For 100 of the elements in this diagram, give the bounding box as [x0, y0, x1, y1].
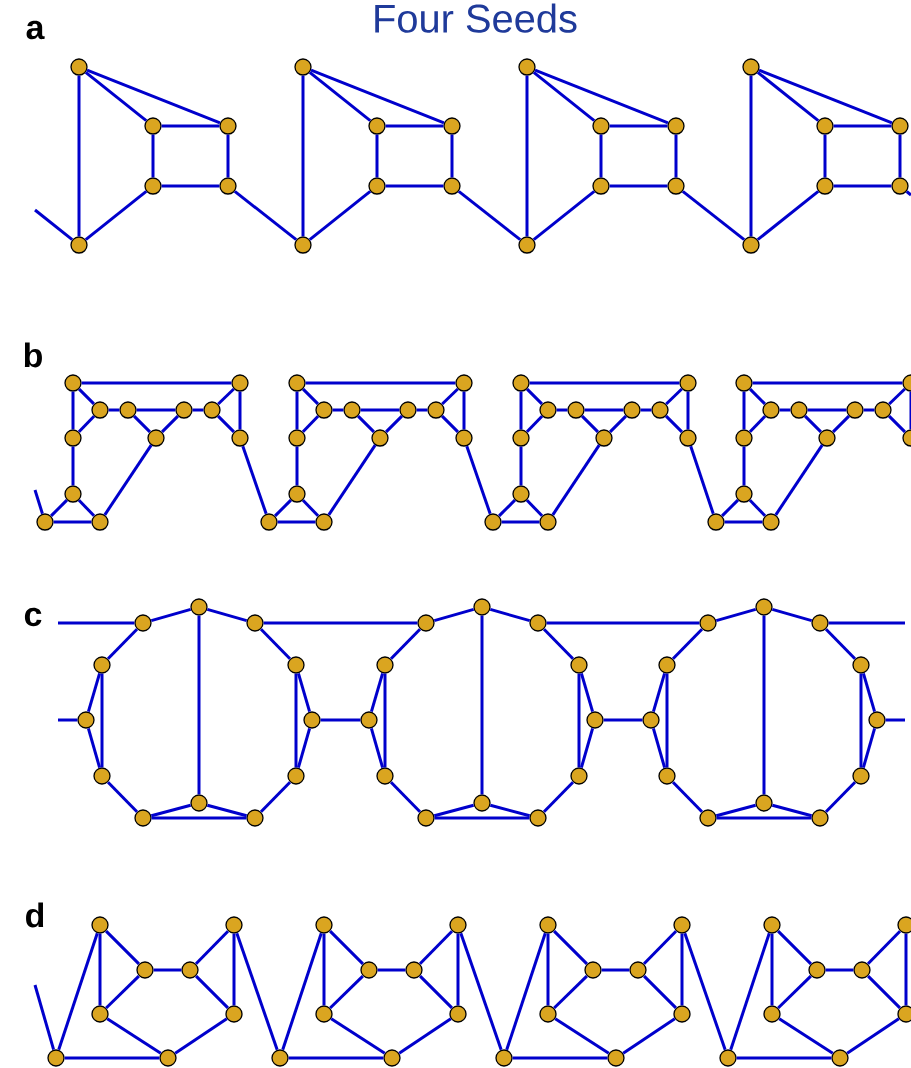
graph-edge: [241, 445, 268, 515]
graph-edge: [329, 930, 364, 965]
vertex-dot: [816, 177, 834, 195]
graph-edge: [294, 673, 298, 768]
graph-edge: [136, 408, 176, 412]
vertex-dot: [144, 117, 162, 135]
graph-edge: [553, 930, 588, 965]
graph-edge: [281, 932, 323, 1051]
vertex-dot: [818, 429, 836, 447]
graph-edge: [609, 184, 668, 188]
vertex-dot: [763, 916, 781, 934]
graph-edge: [465, 445, 492, 515]
vertex-dot: [360, 711, 378, 729]
panel-label: b: [24, 342, 42, 368]
graph-edge: [832, 415, 850, 433]
graph-edge: [398, 1017, 452, 1055]
graph-edge: [98, 933, 102, 1006]
graph-edge: [259, 628, 292, 660]
vertex-dot: [294, 236, 312, 254]
vertex-dot: [443, 177, 461, 195]
vertex-dot: [679, 429, 697, 447]
vertex-dot: [811, 614, 829, 632]
graph-edge: [519, 391, 523, 430]
vertex-dot: [897, 1005, 911, 1023]
vertex-dot: [518, 58, 536, 76]
vertex-dot: [246, 809, 264, 827]
graph-edge: [301, 415, 320, 433]
vertex-dot: [846, 401, 864, 419]
graph-edge: [418, 930, 454, 965]
graph-edge: [58, 718, 78, 722]
graph-edge: [462, 391, 466, 430]
vertex-dot: [853, 961, 871, 979]
graph-edge: [441, 387, 459, 406]
vertex-dot: [368, 177, 386, 195]
graph-edge: [34, 208, 74, 241]
vertex-dot: [570, 656, 588, 674]
graph-edge: [320, 718, 361, 722]
graph-edge: [151, 816, 247, 820]
vertex-dot: [303, 711, 321, 729]
graph-edge: [459, 932, 503, 1051]
graph-edge: [100, 673, 104, 768]
vertex-dot: [225, 1005, 243, 1023]
vertex-dot: [443, 117, 461, 135]
graph-edge: [103, 444, 153, 516]
graph-edge: [771, 607, 813, 623]
graph-edge: [305, 381, 456, 385]
vertex-dot: [260, 513, 278, 531]
vertex-dot: [360, 961, 378, 979]
graph-edge: [579, 727, 595, 769]
graph-edge: [480, 615, 484, 795]
vertex-dot: [719, 1049, 737, 1067]
graph-edge: [150, 803, 192, 818]
graph-edge: [330, 1017, 386, 1055]
graph-edge: [671, 781, 704, 813]
vertex-dot: [190, 598, 208, 616]
vertex-dot: [294, 58, 312, 76]
vertex-dot: [592, 177, 610, 195]
vertex-dot: [902, 374, 911, 392]
graph-edge: [489, 607, 531, 623]
graph-edge: [416, 408, 428, 412]
vertex-dot: [91, 916, 109, 934]
vertex-dot: [288, 374, 306, 392]
graph-edge: [866, 930, 902, 965]
vertex-dot: [868, 711, 886, 729]
graph-edge: [807, 408, 847, 412]
graph-edge: [683, 932, 727, 1051]
graph-edge: [762, 615, 766, 795]
vertex-dot: [539, 916, 557, 934]
vertex-dot: [570, 767, 588, 785]
graph-edge: [369, 672, 385, 713]
graph-edge: [105, 974, 140, 1010]
graph-edge: [729, 932, 771, 1051]
graph-edge: [33, 489, 44, 515]
vertex-dot: [64, 374, 82, 392]
title: Four Seeds: [375, 3, 577, 33]
graph-edge: [489, 803, 531, 818]
vertex-dot: [586, 711, 604, 729]
vertex-dot: [64, 485, 82, 503]
graph-edge: [512, 1056, 608, 1060]
vertex-dot: [371, 429, 389, 447]
graph-edge: [174, 1017, 228, 1055]
vertex-dot: [144, 177, 162, 195]
vertex-dot: [852, 767, 870, 785]
graph-edge: [867, 975, 901, 1009]
graph-edge: [389, 781, 422, 813]
graph-edge: [823, 134, 827, 178]
graph-edge: [642, 930, 678, 965]
graph-edge: [553, 974, 588, 1010]
graph-edge: [758, 68, 893, 125]
vertex-dot: [473, 598, 491, 616]
vertex-dot: [203, 401, 221, 419]
vertex-dot: [699, 614, 717, 632]
graph-edge: [525, 415, 544, 433]
graph-edge: [542, 628, 575, 660]
graph-edge: [742, 446, 746, 486]
graph-edge: [150, 607, 192, 623]
graph-edge: [749, 388, 766, 405]
vertex-dot: [287, 767, 305, 785]
graph-edge: [643, 975, 677, 1009]
graph-edge: [33, 984, 56, 1051]
